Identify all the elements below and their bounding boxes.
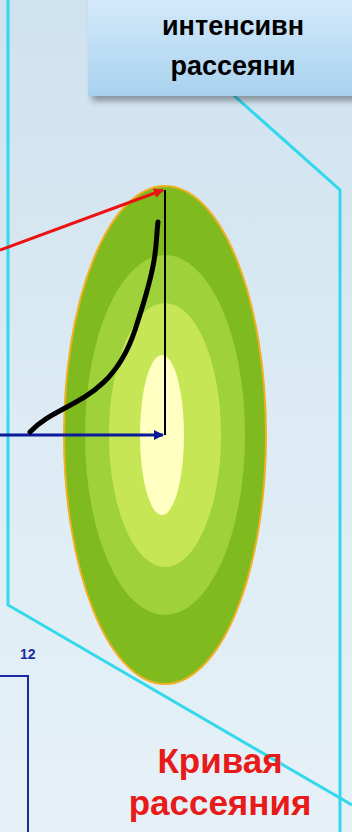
caption-text: Кривая рассеяния [100, 740, 340, 824]
scattered-ray [0, 190, 163, 250]
title-text: интенсивн рассеяни [108, 6, 352, 86]
plane-outline [8, 0, 352, 805]
axis-line [164, 190, 166, 435]
scattering-curve [30, 222, 158, 432]
incident-ray [0, 434, 163, 437]
bracket-line [0, 676, 28, 832]
title-box: интенсивн рассеяни [88, 0, 352, 96]
callout-number: 12 [20, 646, 36, 662]
